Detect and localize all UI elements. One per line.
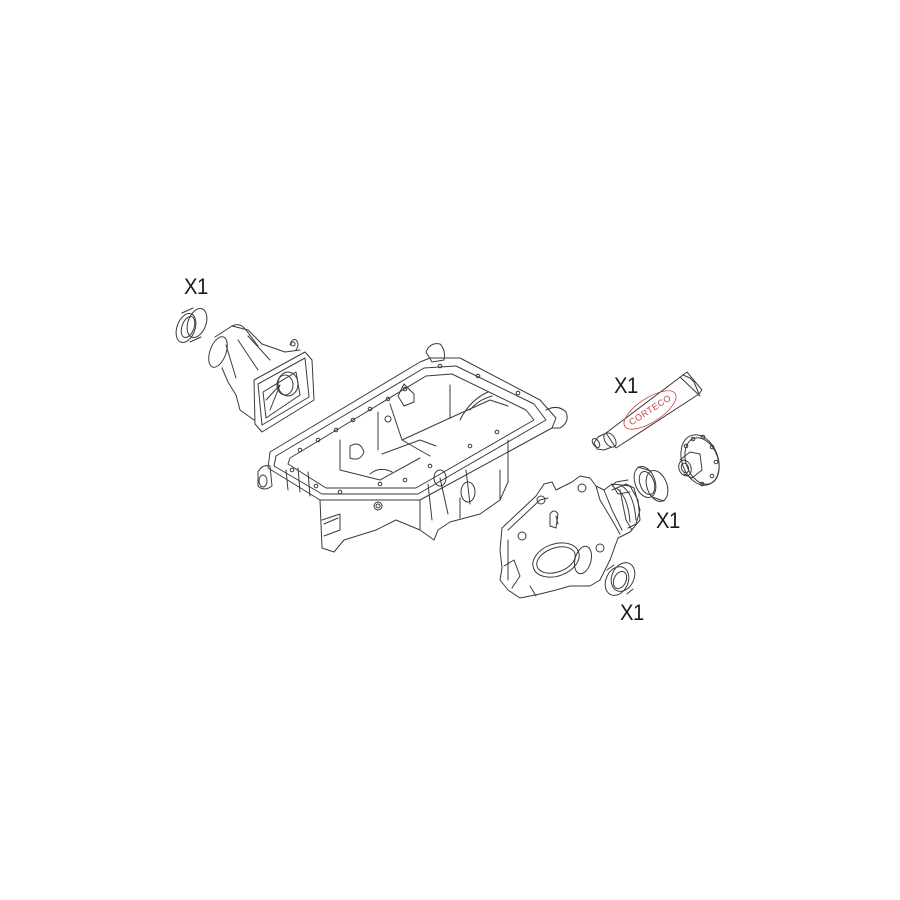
quantity-label-seal-right: X1 xyxy=(656,508,680,533)
seal-ring-left xyxy=(175,307,208,343)
quantity-label-seal-bottom: X1 xyxy=(620,600,644,625)
transmission-housing xyxy=(208,324,315,433)
quantity-label-sealant: X1 xyxy=(614,373,638,398)
seal-ring-right xyxy=(633,466,669,502)
differential-housing xyxy=(499,475,641,599)
sealant-tube: CORTECO xyxy=(591,371,703,451)
oil-pan xyxy=(257,343,568,553)
drive-flange xyxy=(678,434,720,487)
seal-ring-bottom xyxy=(604,562,636,596)
quantity-label-seal-left: X1 xyxy=(184,274,208,299)
